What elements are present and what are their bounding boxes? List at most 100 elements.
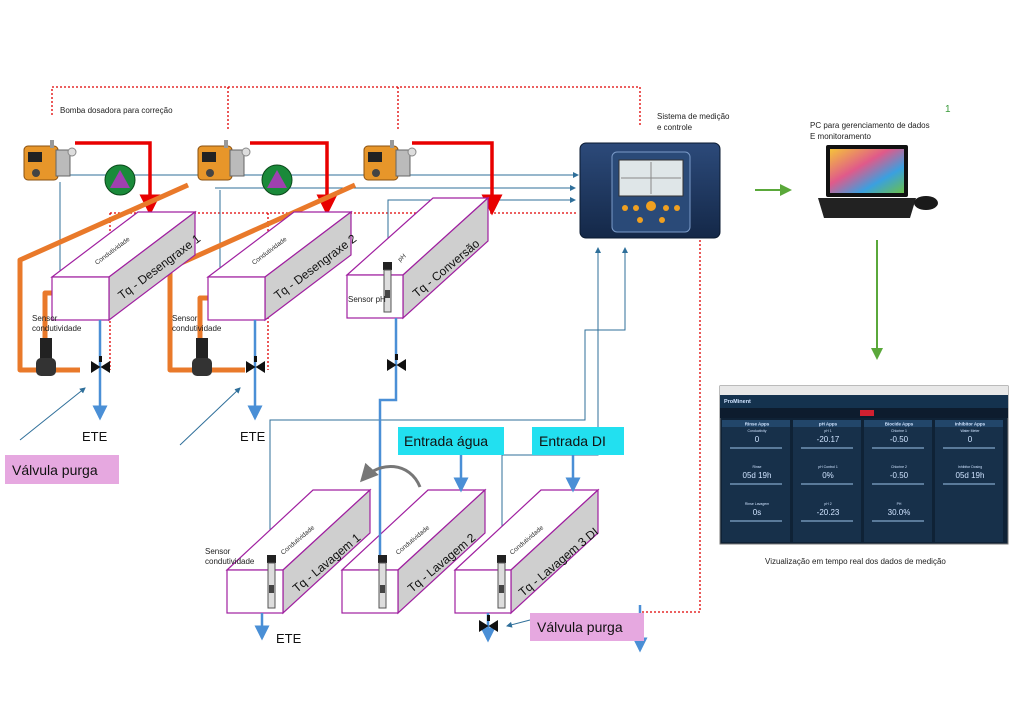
dashboard-card-value: -0.50 bbox=[890, 435, 909, 444]
entrada-di-box bbox=[532, 427, 624, 455]
ete-label-1: ETE bbox=[82, 429, 108, 444]
sensor-cond-3-line-1: Sensor bbox=[205, 547, 231, 556]
tank-conversao: Tq - Conversão pH bbox=[345, 196, 490, 320]
dashboard-card-label: pH 1 bbox=[824, 429, 831, 433]
dashboard-card-gauge bbox=[872, 483, 924, 485]
laptop bbox=[818, 145, 938, 218]
dashboard-card-value: 0s bbox=[753, 508, 761, 517]
dashboard-panel-title: Rinse Apps bbox=[745, 422, 770, 427]
sensors bbox=[36, 262, 506, 609]
dashboard-card-label: Rinse Lavagem bbox=[745, 502, 769, 506]
dashboard-card-value: -20.17 bbox=[817, 435, 840, 444]
sensor-cond-2-line-1: Sensor bbox=[172, 314, 198, 323]
valvula-purga-1-label: Válvula purga bbox=[12, 462, 98, 478]
dashboard-card-value: 05d 19h bbox=[956, 471, 985, 480]
dashboard-panel-title: Inhibitor Apps bbox=[955, 422, 986, 427]
dashboard-card-value: -0.50 bbox=[890, 471, 909, 480]
sensor-ph-label: Sensor pH bbox=[348, 295, 386, 304]
ete-label-2: ETE bbox=[240, 429, 266, 444]
dashboard-card-value: 0 bbox=[968, 435, 973, 444]
dashboard-panel-title: pH Apps bbox=[819, 422, 838, 427]
entrada-agua-box bbox=[398, 427, 504, 455]
dashboard-card-label: pH 2 bbox=[824, 502, 831, 506]
dashboard-card-gauge bbox=[801, 483, 853, 485]
tank-desengraxe-1: Tq - Desengraxe 1 Condutividade bbox=[50, 210, 203, 322]
dashboard-panel-title: Biocide Apps bbox=[885, 422, 914, 427]
dashboard-card-gauge bbox=[801, 520, 853, 522]
dashboard-card-value: 0 bbox=[755, 435, 760, 444]
sensor-cond-1-line-1: Sensor bbox=[32, 314, 58, 323]
system-title-line-1: Sistema de medição bbox=[657, 112, 730, 121]
sensor-cond-2-line-2: condutividade bbox=[172, 324, 222, 333]
valve-2 bbox=[246, 356, 265, 373]
sensor-cond-1-line-2: condutividade bbox=[32, 324, 82, 333]
dosing-pump-1 bbox=[23, 140, 77, 181]
tank-desengraxe-2: Tq - Desengraxe 2 Condutividade bbox=[206, 210, 359, 322]
dashboard-panel-header bbox=[793, 420, 861, 427]
dashboard-card-gauge bbox=[943, 447, 995, 449]
pc-title-line-1: PC para gerenciamento de dados bbox=[810, 121, 930, 130]
dashboard-card-gauge bbox=[730, 520, 782, 522]
system-title-line-2: e controle bbox=[657, 123, 693, 132]
valves bbox=[91, 354, 498, 632]
dashboard-card-value: -20.23 bbox=[817, 508, 840, 517]
dashboard-card-gauge bbox=[872, 447, 924, 449]
conductivity-sensor-lavagem-1 bbox=[267, 555, 276, 609]
dashboard-card-label: Chlorine 1 bbox=[891, 429, 907, 433]
valve-3 bbox=[387, 354, 406, 371]
circulation-pump-2 bbox=[261, 164, 293, 196]
pc-number: 1 bbox=[945, 104, 951, 115]
dashboard-card-gauge bbox=[872, 520, 924, 522]
dashboard-card-label: Rinse bbox=[753, 465, 762, 469]
dosing-pump-2 bbox=[197, 140, 251, 181]
dashboard-panel-header bbox=[864, 420, 932, 427]
dashboard-card-value: 0% bbox=[822, 471, 834, 480]
entrada-agua-label: Entrada água bbox=[404, 433, 488, 449]
circulation-pumps bbox=[104, 164, 293, 196]
dashboard-card-label: Chlorine 2 bbox=[891, 465, 907, 469]
dashboard-card-gauge bbox=[801, 447, 853, 449]
dosing-arrows bbox=[75, 141, 503, 216]
entrada-di-label: Entrada DI bbox=[539, 433, 606, 449]
controller bbox=[579, 142, 721, 239]
dashboard-card-gauge bbox=[730, 483, 782, 485]
dosing-pumps bbox=[23, 140, 417, 181]
dashboard-panel: pH Apps pH 1 -20.17 pH Control 1 0% pH 2 -20.2… bbox=[793, 420, 861, 542]
pc-title-line-2: E monitoramento bbox=[810, 132, 871, 141]
transfer-arrow bbox=[359, 462, 422, 488]
valve-1 bbox=[91, 356, 110, 373]
valvula-purga-2-box bbox=[530, 613, 644, 641]
dashboard-card-gauge bbox=[943, 483, 995, 485]
dashboard-card-label: pH Control 1 bbox=[818, 465, 838, 469]
realtime-caption: Vizualização em tempo real dos dados de … bbox=[765, 557, 946, 566]
conductivity-sensor-1 bbox=[36, 338, 56, 376]
dashboard-card-value: 05d 19h bbox=[743, 471, 772, 480]
dashboard-panel-bg bbox=[935, 420, 1003, 542]
dashboard-card-label: PH bbox=[897, 502, 902, 506]
dashboard-panel-header bbox=[935, 420, 1003, 427]
dashboard-brand: ProMinent bbox=[724, 399, 751, 405]
ete-label-3: ETE bbox=[276, 631, 302, 646]
pump-title: Bomba dosadora para correção bbox=[60, 106, 173, 115]
conductivity-sensor-2 bbox=[192, 338, 212, 376]
dashboard-card-label: Inhibitor Dosing bbox=[958, 465, 982, 469]
purge-pointers bbox=[19, 387, 531, 628]
dashboard-card-label: Water Meter bbox=[960, 429, 980, 433]
valve-4 bbox=[479, 615, 498, 632]
dashboard-card-value: 30.0% bbox=[888, 508, 911, 517]
dosing-pump-3 bbox=[363, 140, 417, 181]
valvula-purga-2-label: Válvula purga bbox=[537, 619, 623, 635]
conductivity-sensor-lavagem-2 bbox=[378, 555, 387, 609]
ph-tag: pH bbox=[397, 253, 408, 264]
dashboard-card-gauge bbox=[730, 447, 782, 449]
drain-lines bbox=[92, 318, 648, 653]
dashboard-card-label: Conductivity bbox=[747, 429, 766, 433]
ph-sensor bbox=[383, 262, 392, 313]
valvula-purga-1-box bbox=[5, 455, 119, 484]
dashboard-panel-header bbox=[722, 420, 790, 427]
circulation-pump-1 bbox=[104, 164, 136, 196]
